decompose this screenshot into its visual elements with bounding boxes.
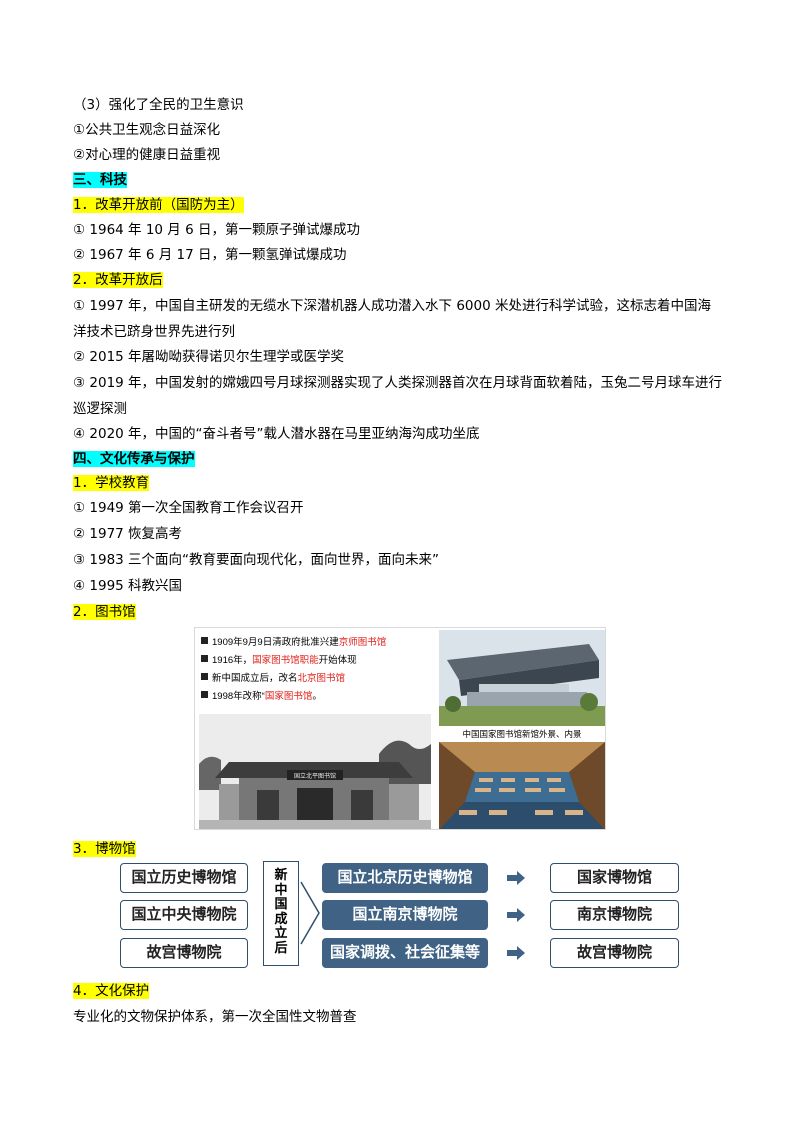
item-public-health-concept: ①公共卫生观念日益深化 [73, 122, 221, 138]
subheading-cultural-protection: 4．文化保护 [73, 982, 150, 1000]
subheading-text: 1．学校教育 [73, 475, 150, 491]
vertical-char: 新 [274, 868, 288, 883]
subheading-text: 2．改革开放后 [73, 272, 163, 288]
museum-result-box: 国家博物馆 [550, 863, 679, 893]
old-library-photo: 国立北平图书馆 [199, 714, 431, 829]
section-heading-technology: 三、科技 [73, 171, 127, 189]
subheading-text: 1．改革开放前（国防为主） [73, 197, 244, 213]
edu-item-1949: ① 1949 第一次全国教育工作会议召开 [73, 500, 304, 516]
vertical-char: 立 [274, 926, 288, 942]
museum-origin-box: 国立历史博物馆 [120, 863, 248, 893]
item-public-health-awareness: （3）强化了全民的卫生意识 [73, 97, 244, 113]
edu-item-1977: ② 1977 恢复高考 [73, 526, 183, 542]
subheading-school-education: 1．学校教育 [73, 474, 150, 492]
museum-result-box: 故宫博物院 [550, 938, 679, 968]
old-library-plaque: 国立北平图书馆 [294, 772, 336, 780]
section-heading-culture: 四、文化传承与保护 [73, 450, 195, 468]
arrow-right-icon [507, 908, 525, 922]
vertical-char: 成 [274, 911, 288, 927]
museum-origin-box: 故宫博物院 [120, 938, 248, 968]
tech-item-hydrogen-bomb: ② 1967 年 6 月 17 日，第一颗氢弹试爆成功 [73, 247, 347, 263]
tech-item-fendouzhe: ④ 2020 年，中国的“奋斗者号”载人潜水器在马里亚纳海沟成功坐底 [73, 426, 480, 442]
library-figure: 1909年9月9日清政府批准兴建京师图书馆 1916年，国家图书馆职能开始体现 … [194, 627, 606, 830]
library-note: 1998年改称“国家图书馆。 [201, 688, 429, 706]
vertical-char: 中 [274, 882, 288, 898]
subheading-text: 2．图书馆 [73, 604, 136, 620]
vertical-char: 国 [274, 897, 288, 913]
museum-origin-box: 国立中央博物院 [120, 900, 248, 930]
edu-item-1995: ④ 1995 科教兴国 [73, 578, 183, 594]
bracket-arrow-icon [300, 881, 320, 945]
subheading-before-reform: 1．改革开放前（国防为主） [73, 196, 244, 214]
tech-item-atomic-bomb: ① 1964 年 10 月 6 日，第一颗原子弹试爆成功 [73, 222, 360, 238]
library-note: 新中国成立后，改名北京图书馆 [201, 670, 429, 688]
tech-item-change4: ③ 2019 年，中国发射的嫦娥四号月球探测器实现了人类探测器首次在月球背面软着… [73, 375, 723, 417]
library-note: 1916年，国家图书馆职能开始体现 [201, 652, 429, 670]
item-mental-health: ②对心理的健康日益重视 [73, 147, 221, 163]
library-photo-caption: 中国国家图书馆新馆外景、内景 [462, 729, 582, 739]
tech-item-deep-sea-robot: ① 1997 年，中国自主研发的无缆水下深潜机器人成功潜入水下 6000 米处进… [73, 298, 711, 340]
new-library-exterior-photo [439, 630, 605, 726]
museum-transition-box: 国立北京历史博物馆 [322, 863, 488, 893]
subheading-library: 2．图书馆 [73, 603, 136, 621]
subheading-text: 3．博物馆 [73, 841, 136, 857]
founding-of-prc-box: 新 中 国 成 立 后 [263, 861, 299, 966]
section-heading-text: 三、科技 [73, 172, 127, 188]
library-notes: 1909年9月9日清政府批准兴建京师图书馆 1916年，国家图书馆职能开始体现 … [201, 634, 429, 712]
library-note: 1909年9月9日清政府批准兴建京师图书馆 [201, 634, 429, 652]
edu-item-1983: ③ 1983 三个面向“教育要面向现代化，面向世界，面向未来” [73, 552, 440, 568]
museum-transition-box: 国家调拨、社会征集等 [322, 938, 488, 968]
cultural-protection-text: 专业化的文物保护体系，第一次全国性文物普查 [73, 1009, 357, 1025]
section-heading-text: 四、文化传承与保护 [73, 451, 195, 467]
museum-result-box: 南京博物院 [550, 900, 679, 930]
new-library-interior-photo [439, 742, 605, 829]
subheading-text: 4．文化保护 [73, 983, 150, 999]
subheading-after-reform: 2．改革开放后 [73, 271, 163, 289]
museum-transition-box: 国立南京博物院 [322, 900, 488, 930]
subheading-museum: 3．博物馆 [73, 840, 136, 858]
arrow-right-icon [507, 871, 525, 885]
arrow-right-icon [507, 946, 525, 960]
tech-item-nobel-prize: ② 2015 年屠呦呦获得诺贝尔生理学或医学奖 [73, 349, 345, 365]
vertical-char: 后 [274, 940, 288, 956]
